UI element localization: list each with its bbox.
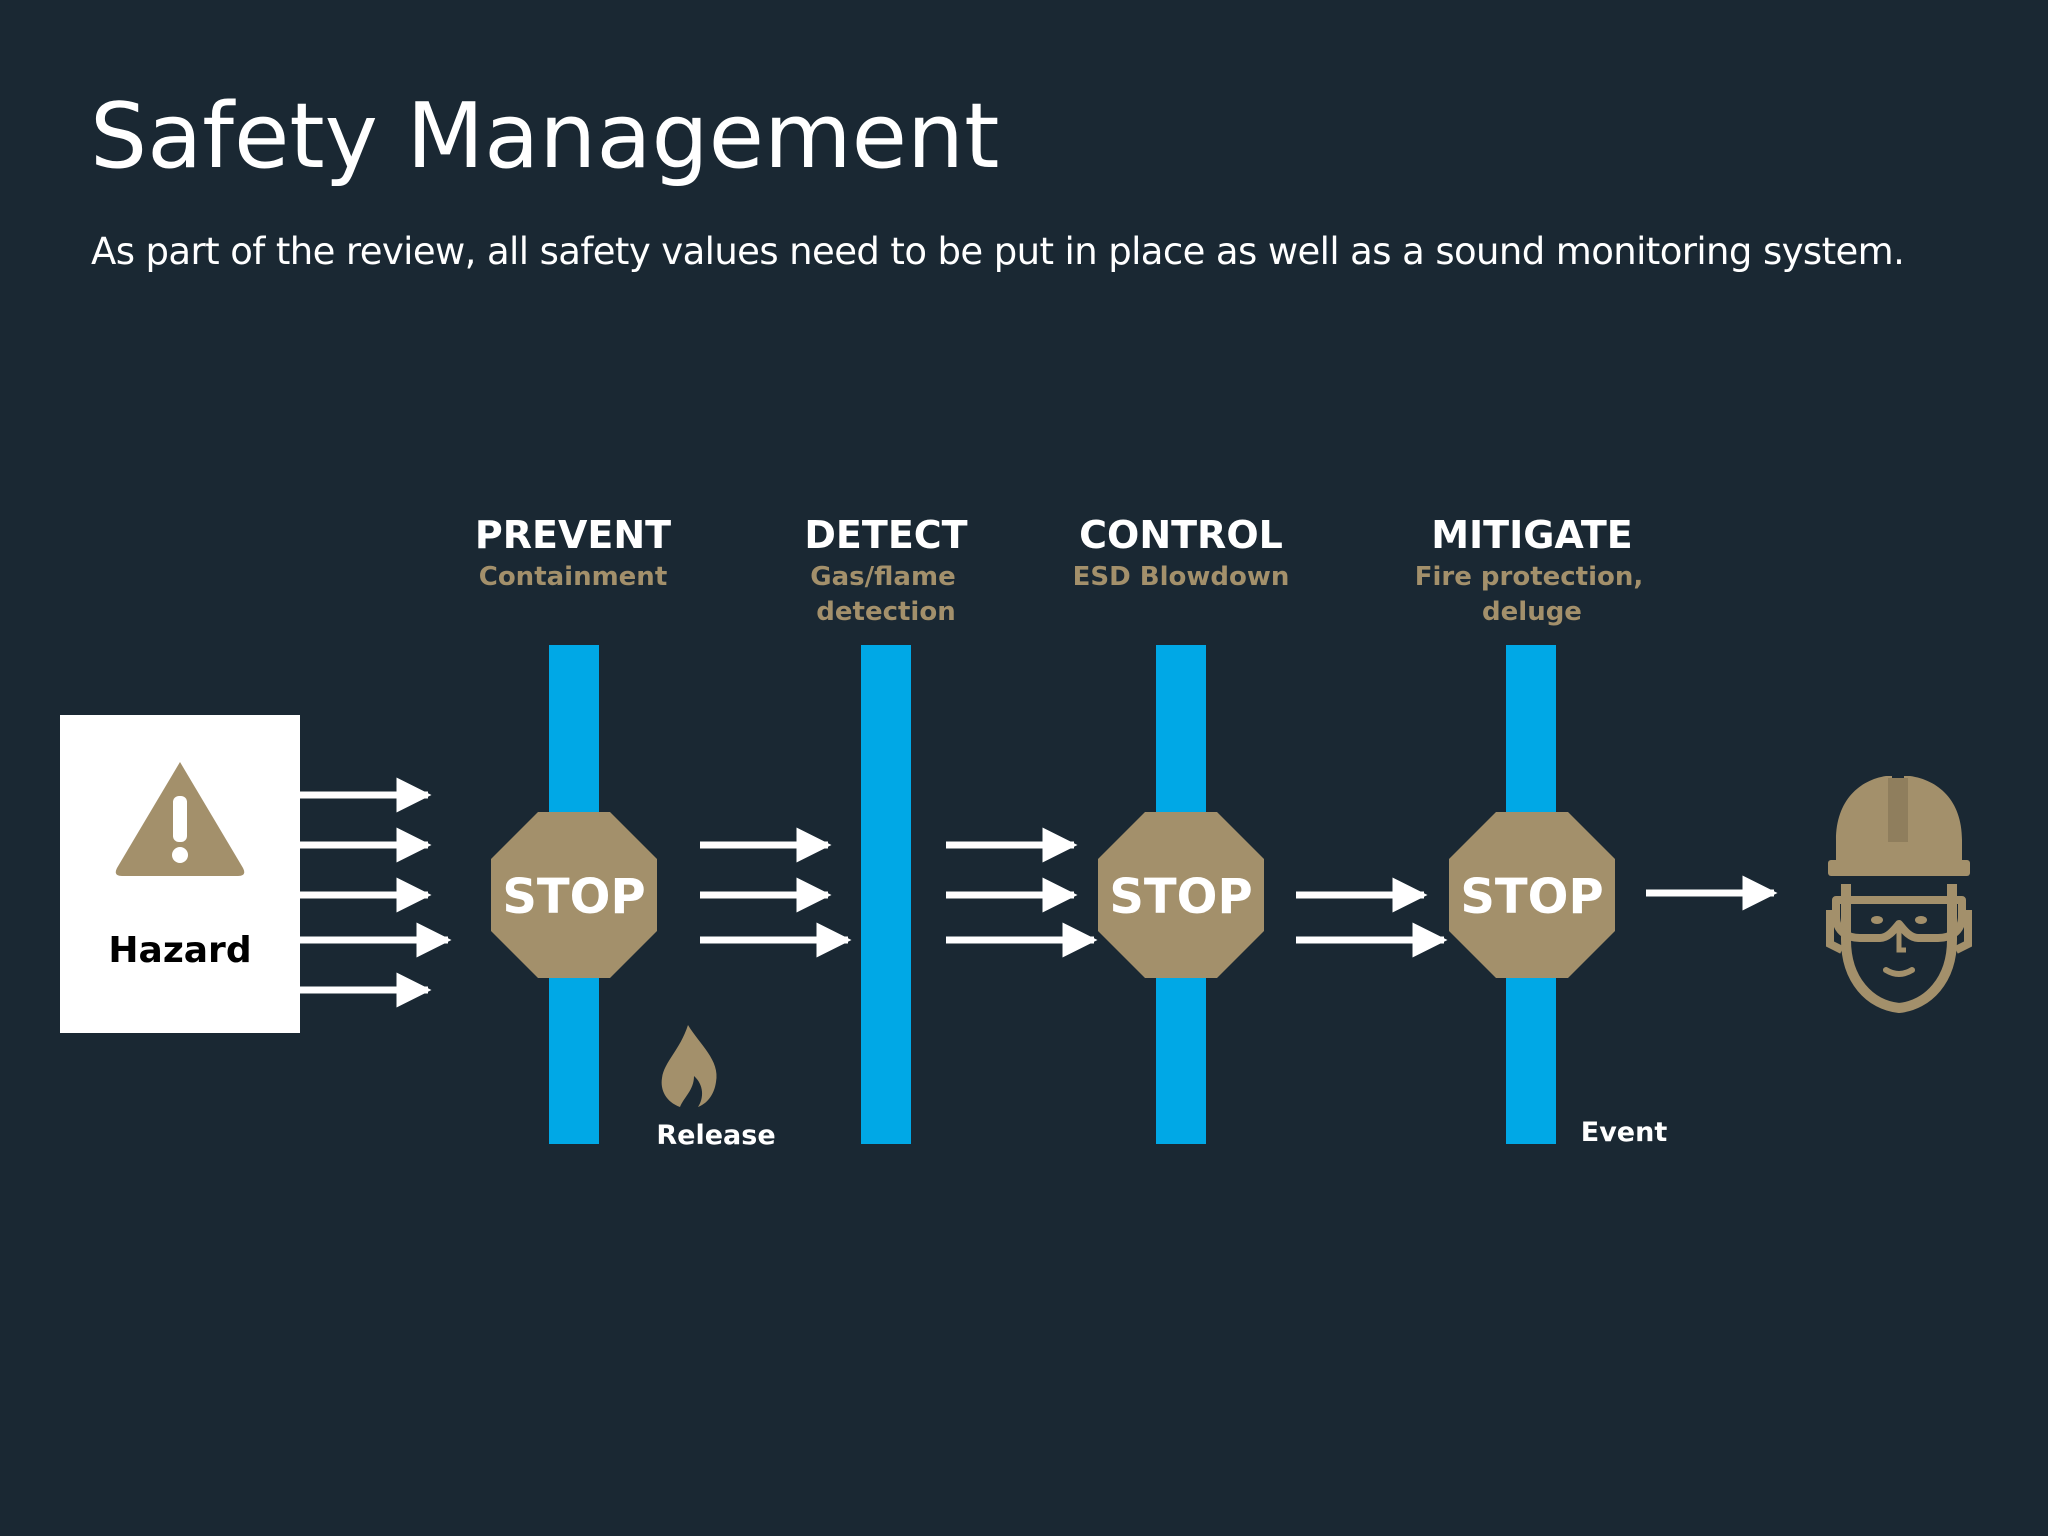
svg-text:STOP: STOP [1109, 869, 1252, 925]
page-subtitle: As part of the review, all safety values… [91, 230, 1905, 273]
hard-hat-worker-icon [1826, 776, 1972, 1013]
svg-text:ESD Blowdown: ESD Blowdown [1073, 562, 1290, 592]
stage-heading-mitigate: MITIGATE Fire protection, deluge [1415, 513, 1644, 627]
stage-heading-detect: DETECT Gas/flame detection [804, 513, 967, 627]
svg-text:STOP: STOP [502, 869, 645, 925]
stage-heading-prevent: PREVENT Containment [475, 513, 671, 592]
arrows-to-control [946, 827, 1098, 958]
stop-sign-prevent: STOP [491, 812, 657, 978]
svg-text:DETECT: DETECT [804, 513, 967, 557]
svg-text:PREVENT: PREVENT [475, 513, 671, 557]
barrier-bar-detect [861, 645, 911, 1144]
flame-icon [661, 1025, 717, 1107]
svg-text:Release: Release [656, 1120, 775, 1151]
svg-text:detection: detection [816, 597, 955, 627]
event-label: Event [1581, 1117, 1668, 1148]
release-marker: Release [656, 1025, 776, 1151]
svg-text:Containment: Containment [479, 562, 668, 592]
svg-text:CONTROL: CONTROL [1079, 513, 1283, 557]
svg-text:Fire protection,: Fire protection, [1415, 562, 1644, 592]
stage-heading-control: CONTROL ESD Blowdown [1073, 513, 1290, 592]
svg-text:Gas/flame: Gas/flame [810, 562, 955, 592]
hazard-label: Hazard [108, 930, 251, 971]
hazard-arrows [300, 777, 452, 1008]
arrows-to-detect [700, 827, 852, 958]
svg-text:STOP: STOP [1460, 869, 1603, 925]
warning-triangle-icon [115, 762, 245, 876]
hazard-box: Hazard [60, 715, 300, 1033]
svg-text:deluge: deluge [1482, 597, 1582, 627]
page-title: Safety Management [90, 84, 1000, 189]
svg-text:MITIGATE: MITIGATE [1431, 513, 1633, 557]
stop-sign-control: STOP [1098, 812, 1264, 978]
stop-sign-mitigate: STOP [1449, 812, 1615, 978]
arrows-to-mitigate [1296, 877, 1448, 958]
